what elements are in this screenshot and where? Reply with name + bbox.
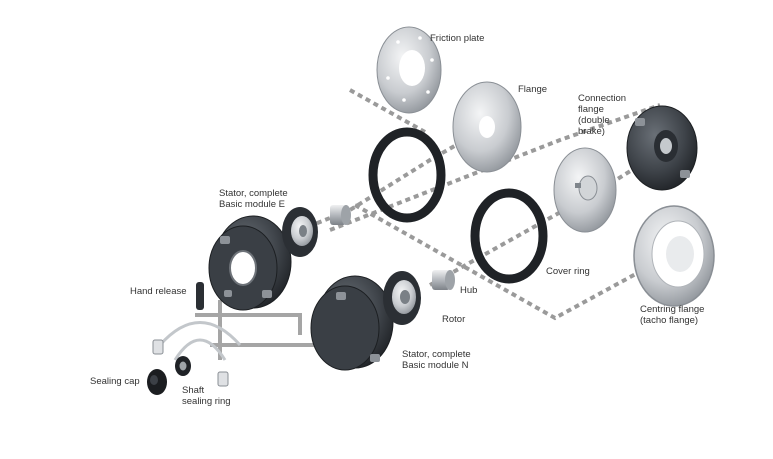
- cover-ring-upper-part: [368, 127, 446, 223]
- friction-plate-part: [376, 26, 442, 114]
- connector-cover-ring-to-centring: [354, 203, 666, 321]
- label-centring-flange: Centring flange (tacho flange): [640, 304, 705, 326]
- connector-hub-axis: [429, 163, 642, 287]
- label-hub: Hub: [460, 285, 478, 296]
- label-rotor: Rotor: [442, 314, 466, 325]
- stator-basic-module-e-part: [208, 215, 292, 311]
- label-flange: Flange: [518, 84, 548, 95]
- stator-basic-module-n-part: [310, 275, 394, 371]
- connection-flange-part: [553, 147, 617, 233]
- rotor-lower-part: [383, 271, 421, 325]
- label-stator-basic-module-e: Stator, complete Basic module E: [219, 188, 288, 210]
- label-stator-basic-module-n: Stator, complete Basic module N: [402, 349, 471, 371]
- rotor-upper-part: [282, 207, 318, 257]
- second-brake-part: [626, 105, 698, 191]
- flange-part: [452, 81, 522, 173]
- hub-lower-part: [432, 270, 455, 290]
- connector-top-axis: [329, 103, 661, 232]
- connector-hand-release-to-stator-e: [195, 313, 302, 335]
- connector-stator-e-to-friction-plate: [249, 118, 501, 252]
- label-friction-plate: Friction plate: [430, 33, 485, 44]
- label-hand-release: Hand release: [130, 286, 187, 297]
- label-cover-ring: Cover ring: [546, 266, 590, 277]
- connector-dashed-lines: [249, 88, 666, 321]
- label-shaft-sealing-ring: Shaft sealing ring: [182, 385, 231, 407]
- cover-ring-lower-part: [470, 188, 548, 284]
- centring-flange-part: [633, 205, 715, 307]
- shaft-sealing-ring-part: [175, 356, 191, 376]
- label-sealing-cap: Sealing cap: [90, 376, 140, 387]
- hand-release-part: [152, 282, 242, 387]
- hub-upper-part: [330, 205, 351, 225]
- label-connection-flange: Connection flange (double brake): [578, 93, 627, 137]
- sealing-cap-part: [147, 369, 167, 395]
